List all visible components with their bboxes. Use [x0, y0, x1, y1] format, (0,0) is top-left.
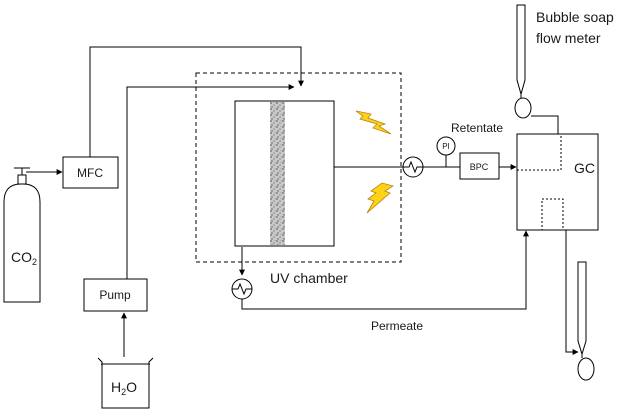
- uv-chamber-boundary: [195, 72, 402, 263]
- co2-cylinder: [3, 167, 41, 303]
- pump-box: [83, 278, 148, 312]
- bubble-meter-label-line2: flow meter: [536, 30, 601, 46]
- bpc-label: BPC: [470, 162, 489, 172]
- mfc-label: MFC: [77, 166, 103, 180]
- gc-internal-path: [517, 134, 562, 171]
- permeate-line: [241, 230, 529, 310]
- permeate-label: Permeate: [371, 319, 423, 333]
- uv-light-icon: [355, 110, 392, 135]
- heat-exchanger-icon: [402, 156, 424, 178]
- bubble-meter-label-line1: Bubble soap: [536, 9, 614, 25]
- pressure-indicator-label: PI: [442, 142, 450, 151]
- pump-to-chamber-line: [126, 84, 295, 279]
- membrane-element: [270, 102, 285, 245]
- uv-chamber-label: UV chamber: [270, 270, 348, 286]
- gc-to-bottom-meter-line: [565, 230, 579, 355]
- co2-label: CO2: [11, 249, 37, 267]
- heat-exchanger-icon: [231, 278, 253, 300]
- mfc-to-chamber-line: [89, 46, 304, 157]
- bpc-box: [459, 152, 500, 180]
- uv-light-icon: [366, 182, 394, 214]
- water-beaker: [97, 357, 154, 409]
- gc-label: GC: [574, 160, 595, 176]
- mfc-box: [62, 156, 119, 189]
- gc-box: [516, 133, 599, 231]
- gc-outlet-port: [541, 198, 564, 231]
- water-label: H2O: [111, 379, 137, 397]
- pump-label: Pump: [99, 288, 131, 302]
- bubble-flow-meter-bottom: [577, 261, 595, 381]
- bubble-flow-meter-top: [514, 4, 532, 119]
- gc-to-top-meter-line: [531, 115, 559, 134]
- retentate-label: Retentate: [451, 121, 503, 135]
